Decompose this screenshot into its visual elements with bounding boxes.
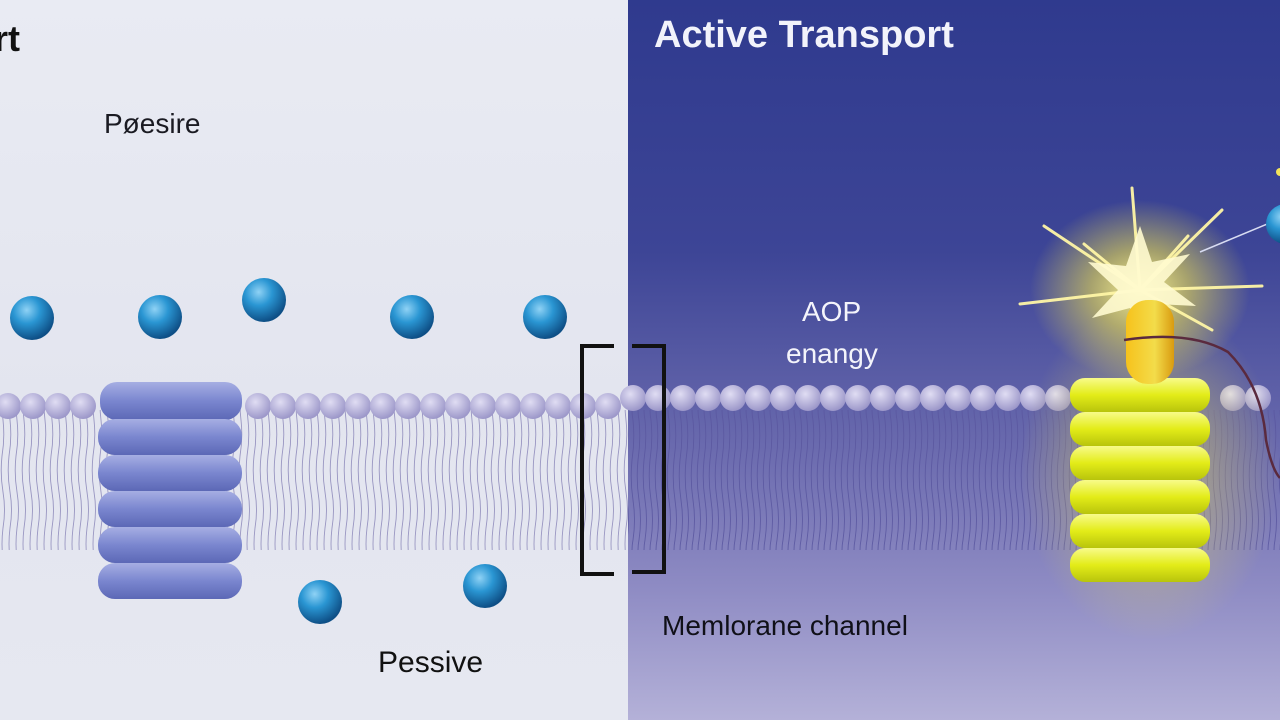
lipid-head xyxy=(0,393,21,419)
lipid-head xyxy=(445,393,471,419)
passive-label-bottom: Pessive xyxy=(378,646,484,679)
lipid-head xyxy=(970,385,996,411)
passive-channel xyxy=(98,382,242,599)
lipid-head xyxy=(320,393,346,419)
pointer-line xyxy=(1199,221,1273,253)
lipid-head xyxy=(545,393,571,419)
molecule-icon xyxy=(242,278,286,322)
molecule-icon xyxy=(1276,168,1280,176)
lipid-head xyxy=(70,393,96,419)
lipid-head xyxy=(870,385,896,411)
panel-title-left: rt xyxy=(0,18,20,59)
lipid-head xyxy=(895,385,921,411)
molecules xyxy=(10,168,1280,624)
lipid-head xyxy=(620,385,646,411)
lipid-head xyxy=(520,393,546,419)
lipid-head xyxy=(670,385,696,411)
lipid-head xyxy=(645,385,671,411)
lipid-head xyxy=(420,393,446,419)
panel-title-right: Active Transport xyxy=(654,14,954,56)
lipid-head xyxy=(295,393,321,419)
lipid-head xyxy=(370,393,396,419)
molecule-icon xyxy=(298,580,342,624)
molecule-icon xyxy=(138,295,182,339)
energy-label-line1: AOP xyxy=(802,296,862,327)
tether-line xyxy=(1123,335,1280,479)
lipid-head xyxy=(470,393,496,419)
lipid-head xyxy=(745,385,771,411)
lipid-head xyxy=(845,385,871,411)
lipid-head xyxy=(20,393,46,419)
lipid-head xyxy=(995,385,1021,411)
lipid-tails-left xyxy=(0,410,628,550)
channel-label: Memlorane channel xyxy=(662,610,908,641)
lipid-head xyxy=(770,385,796,411)
membrane-bracket xyxy=(580,344,666,576)
molecule-icon xyxy=(390,295,434,339)
molecule-icon xyxy=(1266,204,1280,244)
lipid-head xyxy=(945,385,971,411)
lipid-head xyxy=(270,393,296,419)
active-pump xyxy=(1070,300,1210,582)
passive-label-top: Pøesire xyxy=(104,108,201,139)
molecule-icon xyxy=(463,564,507,608)
lipid-head xyxy=(795,385,821,411)
lipid-head xyxy=(920,385,946,411)
lipid-head xyxy=(45,393,71,419)
lipid-head xyxy=(495,393,521,419)
lipid-head xyxy=(395,393,421,419)
lipid-head xyxy=(245,393,271,419)
lipid-head xyxy=(820,385,846,411)
lipid-head xyxy=(595,393,621,419)
energy-label-line2: enangy xyxy=(786,338,878,369)
molecule-icon xyxy=(10,296,54,340)
lipid-head xyxy=(720,385,746,411)
lipid-head xyxy=(345,393,371,419)
molecule-icon xyxy=(523,295,567,339)
lipid-head xyxy=(695,385,721,411)
